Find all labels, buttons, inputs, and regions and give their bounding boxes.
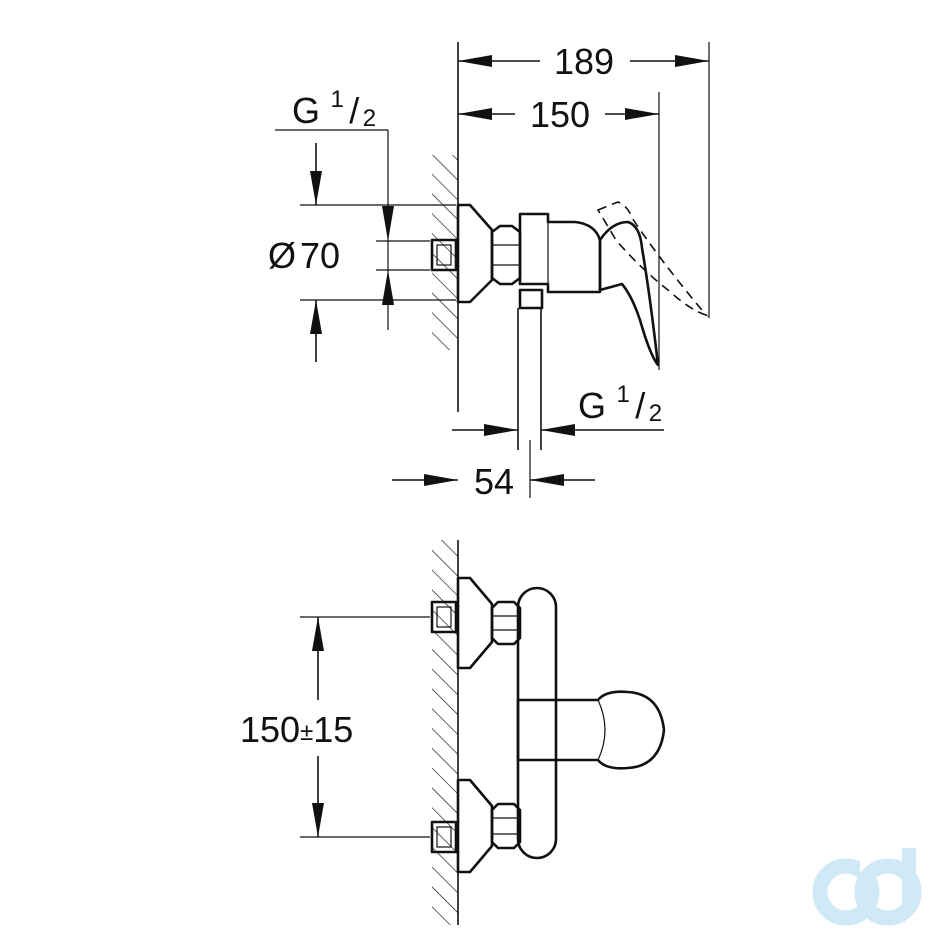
dim-150-label: 150: [530, 94, 590, 135]
lower-inlet-nipple: [430, 820, 458, 854]
dim-150-arrow-left: [458, 108, 492, 120]
wall-hatch-bottom: [432, 540, 458, 925]
dim-54-label: 54: [474, 461, 514, 502]
hex-nut: [490, 224, 522, 286]
outlet-stub: [518, 288, 544, 310]
dim-150-arrow-right: [625, 108, 659, 120]
inlet-nipple: [430, 238, 458, 272]
lower-hex-nut: [490, 802, 522, 850]
dim-189-arrow-left: [458, 55, 492, 67]
upper-rosette: [456, 576, 494, 670]
upper-inlet-nipple: [430, 600, 458, 634]
rosette: [456, 203, 494, 304]
lever: [598, 220, 660, 367]
watermark-logo: cd: [812, 848, 922, 926]
handle-front: [516, 690, 666, 770]
inlet-thread-label: G 1 / 2: [292, 86, 376, 132]
inlet-spacing-label: 150±15: [240, 709, 353, 750]
dim-189-label: 189: [554, 41, 614, 82]
mixer-body: [518, 212, 602, 294]
dim-189-arrow-right: [675, 55, 709, 67]
wall-hatch-top: [432, 155, 458, 350]
outlet-thread-label: G 1 / 2: [578, 381, 662, 427]
upper-hex-nut: [490, 600, 522, 646]
lower-rosette: [456, 778, 494, 874]
front-view: 150±15: [240, 540, 666, 925]
lever-alt-position: [596, 201, 709, 317]
mixer-body-front: [516, 586, 558, 860]
